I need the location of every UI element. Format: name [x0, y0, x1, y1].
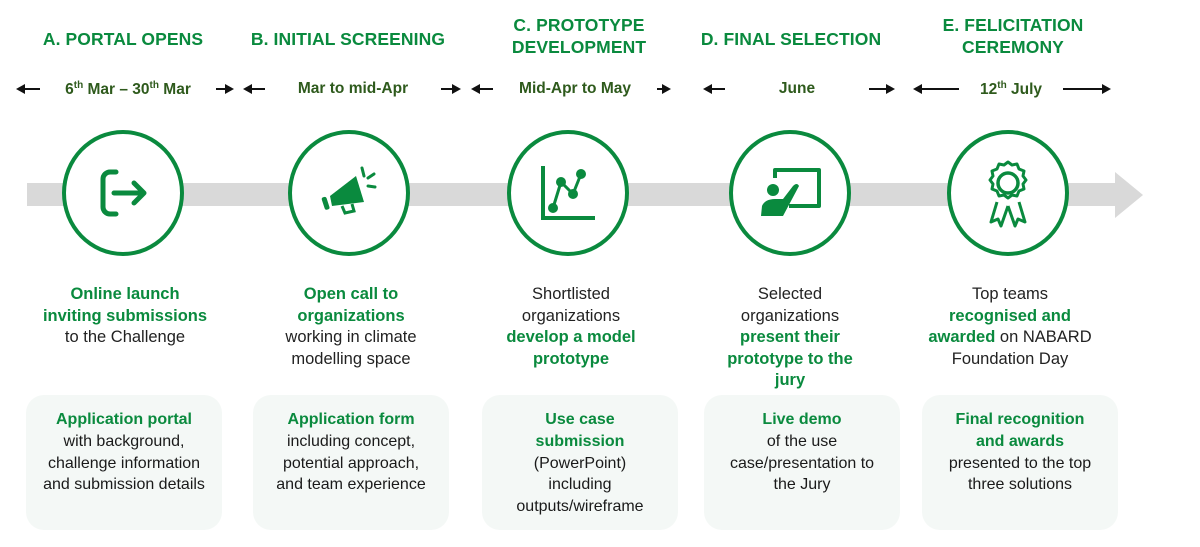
arrow-left-icon	[16, 83, 40, 95]
stage-a-date: 6th Mar – 30th Mar	[16, 78, 234, 100]
stage-b-date: Mar to mid-Apr	[243, 78, 461, 100]
desc-text: working in climate modelling space	[285, 328, 417, 368]
date-end-rest: Mar	[159, 80, 191, 98]
date-end-day: 30	[132, 80, 150, 98]
card-highlight: Application form	[287, 411, 415, 428]
desc-text: to the Challenge	[64, 328, 186, 346]
stage-a-date-label: 6th Mar – 30th Mar	[65, 80, 191, 99]
presenter-board-icon	[761, 168, 821, 216]
megaphone-icon	[321, 166, 377, 215]
stage-a-description: Online launch inviting submissions to th…	[25, 284, 225, 349]
date-rest: July	[1006, 80, 1043, 98]
stage-d-title: D. FINAL SELECTION	[700, 29, 882, 49]
desc-text: Top teams	[971, 285, 1049, 303]
card-text: of the use case/presentation to the Jury	[729, 432, 875, 494]
stage-e-title: E. FELICITATION CEREMONY	[903, 14, 1123, 58]
line-chart-icon	[541, 166, 595, 220]
arrow-left-icon	[913, 83, 959, 95]
arrow-right-icon	[869, 83, 895, 95]
stage-e-date-label: 12th July	[980, 80, 1042, 99]
desc-text: Shortlisted organizations	[521, 285, 621, 325]
date-day: 12	[979, 80, 998, 98]
desc-highlight: present their prototype to the jury	[727, 328, 853, 389]
timeline-arrowhead-icon	[1115, 172, 1143, 218]
stage-a-title: A. PORTAL OPENS	[42, 29, 204, 49]
stage-c-icon-circle	[507, 130, 629, 256]
stage-d-icon-circle	[729, 130, 851, 256]
stage-a-icon-circle	[62, 130, 184, 256]
arrow-left-icon	[471, 83, 493, 95]
card-highlight: Use case submission	[535, 411, 625, 450]
stage-d-description: Selected organizations present their pro…	[690, 284, 890, 392]
stage-d-date-label: June	[778, 80, 816, 97]
sign-in-arrow-icon	[100, 169, 147, 217]
stage-c-title-line2: DEVELOPMENT	[511, 37, 647, 57]
desc-highlight: organizations	[297, 306, 405, 325]
stage-a-card: Application portal with background, chal…	[26, 395, 222, 530]
stage-b-date-label: Mar to mid-Apr	[297, 80, 409, 97]
arrow-right-icon	[1063, 83, 1111, 95]
date-end-sup: th	[149, 79, 159, 91]
stage-b-description: Open call to organizations working in cl…	[251, 284, 451, 370]
stage-e-icon-circle	[947, 130, 1069, 256]
card-highlight: Live demo	[762, 411, 842, 428]
date-start-sup: th	[73, 79, 84, 91]
stage-e-title-line2: CEREMONY	[962, 37, 1064, 57]
desc-highlight: recognised and awarded	[928, 306, 1071, 347]
desc-highlight: inviting submissions	[42, 306, 208, 325]
card-highlight: Final recognition and awards	[955, 411, 1085, 450]
stage-c-title: C. PROTOTYPE DEVELOPMENT	[469, 14, 689, 58]
card-text: presented to the top three solutions	[948, 454, 1092, 494]
desc-highlight: Open call to	[303, 285, 399, 303]
arrow-right-icon	[441, 83, 461, 95]
stage-c-card: Use case submission (PowerPoint) includi…	[482, 395, 678, 530]
stage-c-date-label: Mid-Apr to May	[519, 80, 631, 97]
stage-b-title: B. INITIAL SCREENING	[250, 29, 446, 49]
card-text: including concept, potential approach, a…	[276, 432, 426, 494]
card-text: (PowerPoint) including outputs/wireframe	[516, 454, 644, 516]
stage-b-icon-circle	[288, 130, 410, 256]
desc-text: on NABARD Foundation Day	[951, 328, 1092, 368]
stage-e-description: Top teams recognised and awarded on NABA…	[910, 284, 1110, 370]
stage-e-date: 12th July	[913, 78, 1111, 100]
desc-mixed: recognised and awarded on NABARD Foundat…	[910, 306, 1110, 371]
stage-c-title-line1: C. PROTOTYPE	[513, 15, 645, 35]
arrow-right-icon	[215, 83, 234, 95]
stage-c-description: Shortlisted organizations develop a mode…	[471, 284, 671, 370]
arrow-left-icon	[703, 83, 725, 95]
desc-highlight: Online launch	[70, 285, 180, 303]
stage-d-date: June	[703, 78, 895, 100]
date-sup: th	[997, 79, 1007, 91]
stage-c-date: Mid-Apr to May	[471, 78, 671, 100]
stage-d-card: Live demo of the use case/presentation t…	[704, 395, 900, 530]
desc-highlight: develop a model prototype	[506, 328, 636, 368]
date-start-rest: Mar –	[83, 80, 133, 98]
card-text: with background, challenge information a…	[43, 432, 205, 494]
arrow-right-icon	[657, 83, 671, 95]
desc-text: Selected organizations	[740, 285, 840, 325]
card-highlight: Application portal	[56, 411, 192, 428]
stage-b-card: Application form including concept, pote…	[253, 395, 449, 530]
stage-e-card: Final recognition and awards presented t…	[922, 395, 1118, 530]
award-ribbon-icon	[988, 160, 1028, 228]
arrow-left-icon	[243, 83, 265, 95]
stage-e-title-line1: E. FELICITATION	[942, 15, 1084, 35]
date-start-day: 6	[65, 80, 74, 98]
